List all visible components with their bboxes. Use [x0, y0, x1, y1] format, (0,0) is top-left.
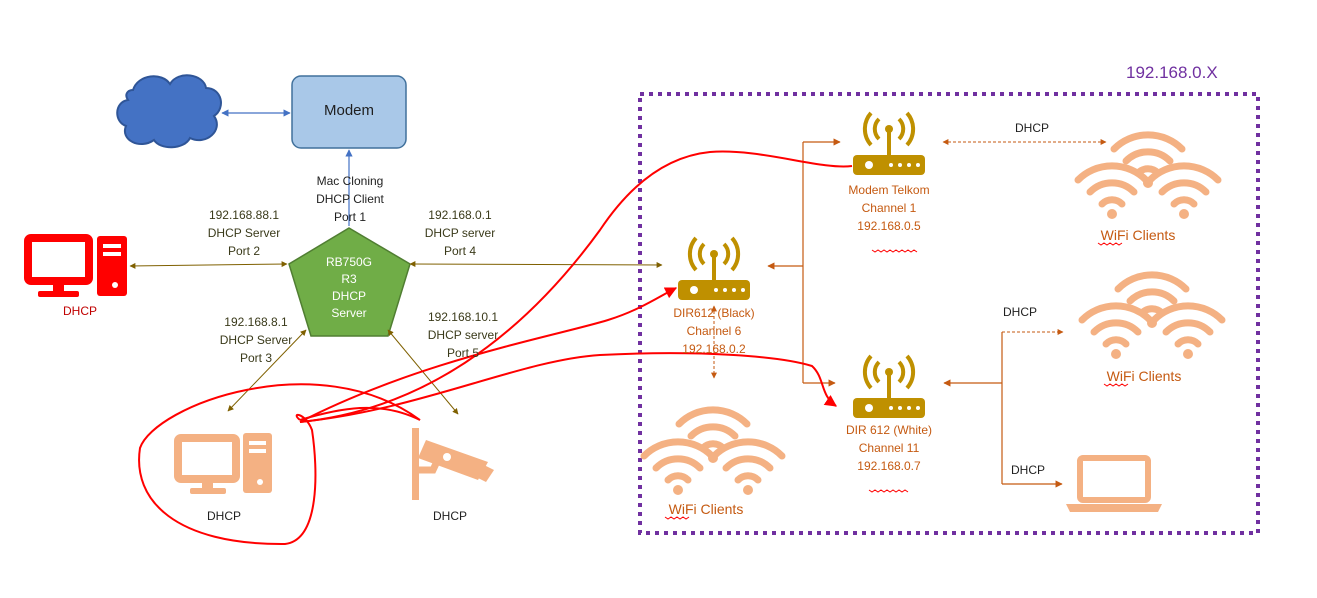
- port-2-port: Port 2: [227, 244, 260, 258]
- port-4-ip: 192.168.0.1: [428, 208, 492, 222]
- port-5-port: Port 5: [446, 346, 479, 360]
- internet-cloud-icon: [116, 74, 222, 149]
- modem-box: [291, 75, 407, 149]
- port-4-role: DHCP server: [424, 226, 496, 240]
- router-label: RB750G R3 DHCP Server: [304, 254, 394, 322]
- security-camera-icon: [412, 428, 494, 500]
- pc-orange-label: DHCP: [206, 509, 241, 523]
- port-3-ip: 192.168.8.1: [224, 315, 288, 329]
- router-line-1: RB750G: [325, 255, 373, 269]
- ap-black-name: DIR612 (Black): [673, 306, 755, 320]
- port-2-label: 192.168.88.1 DHCP Server Port 2: [184, 206, 304, 260]
- pc-red-label: DHCP: [62, 304, 97, 318]
- port-3-port: Port 3: [239, 351, 272, 365]
- router-line-2: R3: [341, 272, 357, 286]
- ap-black-ip: 192.168.0.2: [682, 342, 746, 356]
- camera-label: DHCP: [432, 509, 467, 523]
- ap-dir612-black-icon: [676, 236, 752, 302]
- port-5-label: 192.168.10.1 DHCP server Port 5: [403, 308, 523, 362]
- ap-dir612-black-label: DIR612 (Black) Channel 6 192.168.0.2: [654, 304, 774, 358]
- port-3-role: DHCP Server: [219, 333, 293, 347]
- ap-telkom-name: Modem Telkom: [848, 183, 930, 197]
- pc-red-icon: [24, 234, 127, 297]
- ap-modem-telkom-label: Modem Telkom Channel 1 192.168.0.5: [829, 181, 949, 235]
- port-5-ip: 192.168.10.1: [427, 310, 499, 324]
- ap-white-ip: 192.168.0.7: [857, 459, 921, 473]
- modem-label: Modem: [323, 102, 375, 119]
- router-line-3: DHCP: [331, 289, 366, 303]
- ap-black-channel: Channel 6: [686, 324, 742, 338]
- subnet-boundary: [638, 92, 1260, 535]
- connection-lines: [129, 109, 1107, 488]
- port-5-role: DHCP server: [427, 328, 499, 342]
- ap-white-channel: Channel 11: [858, 441, 920, 455]
- red-annotation-strokes: [138, 150, 853, 546]
- ap-telkom-channel: Channel 1: [861, 201, 917, 215]
- spellcheck-marks: [664, 242, 1129, 520]
- wifi-clients-telkom-icon: [1078, 135, 1218, 219]
- wifi-clients-white-label: WiFi Clients: [1106, 368, 1182, 384]
- ap-white-name: DIR 612 (White): [845, 423, 933, 437]
- wifi-clients-black-icon: [644, 410, 782, 495]
- subnet-label: 192.168.0.X: [1126, 63, 1218, 82]
- dhcp-telkom-label: DHCP: [1014, 121, 1049, 135]
- port-3-label: 192.168.8.1 DHCP Server Port 3: [196, 313, 316, 367]
- router-line-4: Server: [331, 306, 367, 320]
- router-rb750g: [288, 227, 411, 337]
- port-2-ip: 192.168.88.1: [208, 208, 280, 222]
- modem-link-line-3: Port 1: [333, 210, 366, 224]
- modem-link-line-2: DHCP Client: [316, 192, 384, 206]
- ap-dir612-white-icon: [851, 354, 927, 420]
- pc-orange-icon: [174, 433, 272, 494]
- wifi-clients-white-icon: [1082, 275, 1222, 359]
- modem-link-line-1: Mac Cloning: [316, 174, 384, 188]
- modem-link-label: Mac Cloning DHCP Client Port 1: [290, 172, 410, 226]
- ap-dir612-white-label: DIR 612 (White) Channel 11 192.168.0.7: [829, 421, 949, 475]
- laptop-icon: [1066, 455, 1162, 512]
- wifi-clients-black-label: WiFi Clients: [668, 501, 744, 517]
- port-2-role: DHCP Server: [207, 226, 281, 240]
- dhcp-white-wifi-label: DHCP: [1002, 305, 1037, 319]
- ap-modem-telkom-icon: [851, 111, 927, 177]
- port-4-port: Port 4: [443, 244, 476, 258]
- port-4-label: 192.168.0.1 DHCP server Port 4: [400, 206, 520, 260]
- ap-telkom-ip: 192.168.0.5: [857, 219, 921, 233]
- wifi-clients-telkom-label: WiFi Clients: [1100, 227, 1176, 243]
- dhcp-white-laptop-label: DHCP: [1010, 463, 1045, 477]
